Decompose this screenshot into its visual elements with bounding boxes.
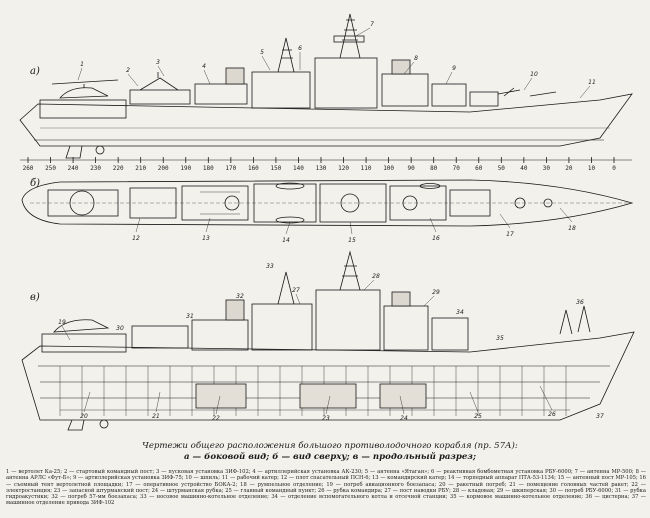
callout-number: 12	[132, 235, 140, 242]
callout-number: 7	[370, 21, 374, 28]
callout-number: 23	[322, 415, 330, 422]
frame-label: 160	[248, 165, 259, 172]
callout-number: 16	[432, 235, 440, 242]
frame-label: 180	[203, 165, 214, 172]
side-hangar	[39, 99, 127, 119]
frame-label: 240	[68, 165, 79, 172]
callout-number: 13	[202, 235, 210, 242]
callout-number: 21	[152, 413, 160, 420]
caption-title: Чертежи общего расположения большого про…	[142, 441, 518, 451]
frame-label: 250	[45, 165, 56, 172]
callout-number: 20	[80, 413, 88, 420]
callout-number: 8	[414, 55, 418, 62]
callout-number: 1	[80, 61, 84, 68]
frame-label: 40	[520, 165, 528, 172]
callout-number: 30	[116, 325, 124, 332]
technical-drawing: 2602502402302202102001901801701601501401…	[19, 13, 635, 431]
legend-text: 1 — вертолет Ка-25; 2 — стартовый команд…	[6, 469, 646, 507]
frame-label: 110	[361, 165, 372, 172]
frame-label: 70	[453, 165, 461, 172]
figure-caption: Чертежи общего расположения большого про…	[60, 441, 600, 463]
callout-number: 2	[126, 67, 130, 74]
frame-label: 190	[180, 165, 191, 172]
side-helicopter	[51, 79, 119, 99]
callout-number: 22	[212, 415, 220, 422]
callout-number: 26	[548, 411, 556, 418]
view-label-top: б)	[30, 178, 41, 189]
side-mast-aft	[277, 37, 295, 73]
callout-number: 19	[58, 319, 66, 326]
callout-number: 5	[260, 49, 264, 56]
frame-label: 10	[588, 165, 596, 172]
callout-number: 35	[496, 335, 504, 342]
view-label-section: в)	[30, 292, 40, 303]
callout-number: 4	[202, 63, 206, 70]
frame-label: 60	[475, 165, 483, 172]
frame-label: 210	[135, 165, 146, 172]
top-helicopter-pad	[69, 190, 95, 216]
callout-number: 25	[474, 413, 482, 420]
view-label-side: а)	[30, 66, 40, 77]
callout-number: 15	[348, 237, 356, 244]
frame-label: 20	[565, 165, 573, 172]
frame-label: 80	[430, 165, 438, 172]
callout-number: 10	[530, 71, 538, 78]
top-view	[21, 179, 634, 235]
callout-number: 6	[298, 45, 302, 52]
frame-label: 140	[293, 165, 304, 172]
callout-number: 37	[596, 413, 604, 420]
frame-label: 50	[498, 165, 506, 172]
callout-number: 34	[456, 309, 464, 316]
frame-label: 230	[90, 165, 101, 172]
frame-label: 150	[271, 165, 282, 172]
callout-number: 29	[432, 289, 440, 296]
callout-number: 11	[588, 79, 596, 86]
frame-label: 30	[543, 165, 551, 172]
callout-number: 3	[156, 59, 160, 66]
frame-label: 120	[338, 165, 349, 172]
side-mast-fwd	[339, 13, 361, 59]
callout-number: 9	[452, 65, 456, 72]
frame-label: 0	[612, 165, 616, 172]
frame-label: 170	[225, 165, 236, 172]
section-view	[21, 250, 635, 431]
frame-label: 200	[158, 165, 169, 172]
caption-subtitle: а — боковой вид; б — вид сверху; в — про…	[183, 452, 477, 462]
side-hull	[19, 93, 633, 147]
callout-number: 14	[282, 237, 290, 244]
frame-label: 100	[383, 165, 394, 172]
callout-number: 24	[400, 415, 408, 422]
callout-number: 31	[186, 313, 194, 320]
top-hull	[21, 179, 634, 227]
callout-number: 33	[266, 263, 274, 270]
frame-label: 260	[23, 165, 34, 172]
callout-number: 27	[292, 287, 300, 294]
callout-number: 28	[372, 273, 380, 280]
side-view	[19, 13, 633, 163]
frame-label: 220	[113, 165, 124, 172]
callout-number: 32	[236, 293, 244, 300]
callout-number: 17	[506, 231, 514, 238]
frame-label: 90	[408, 165, 416, 172]
callout-number: 18	[568, 225, 576, 232]
frame-label: 130	[316, 165, 327, 172]
callout-number: 36	[576, 299, 584, 306]
